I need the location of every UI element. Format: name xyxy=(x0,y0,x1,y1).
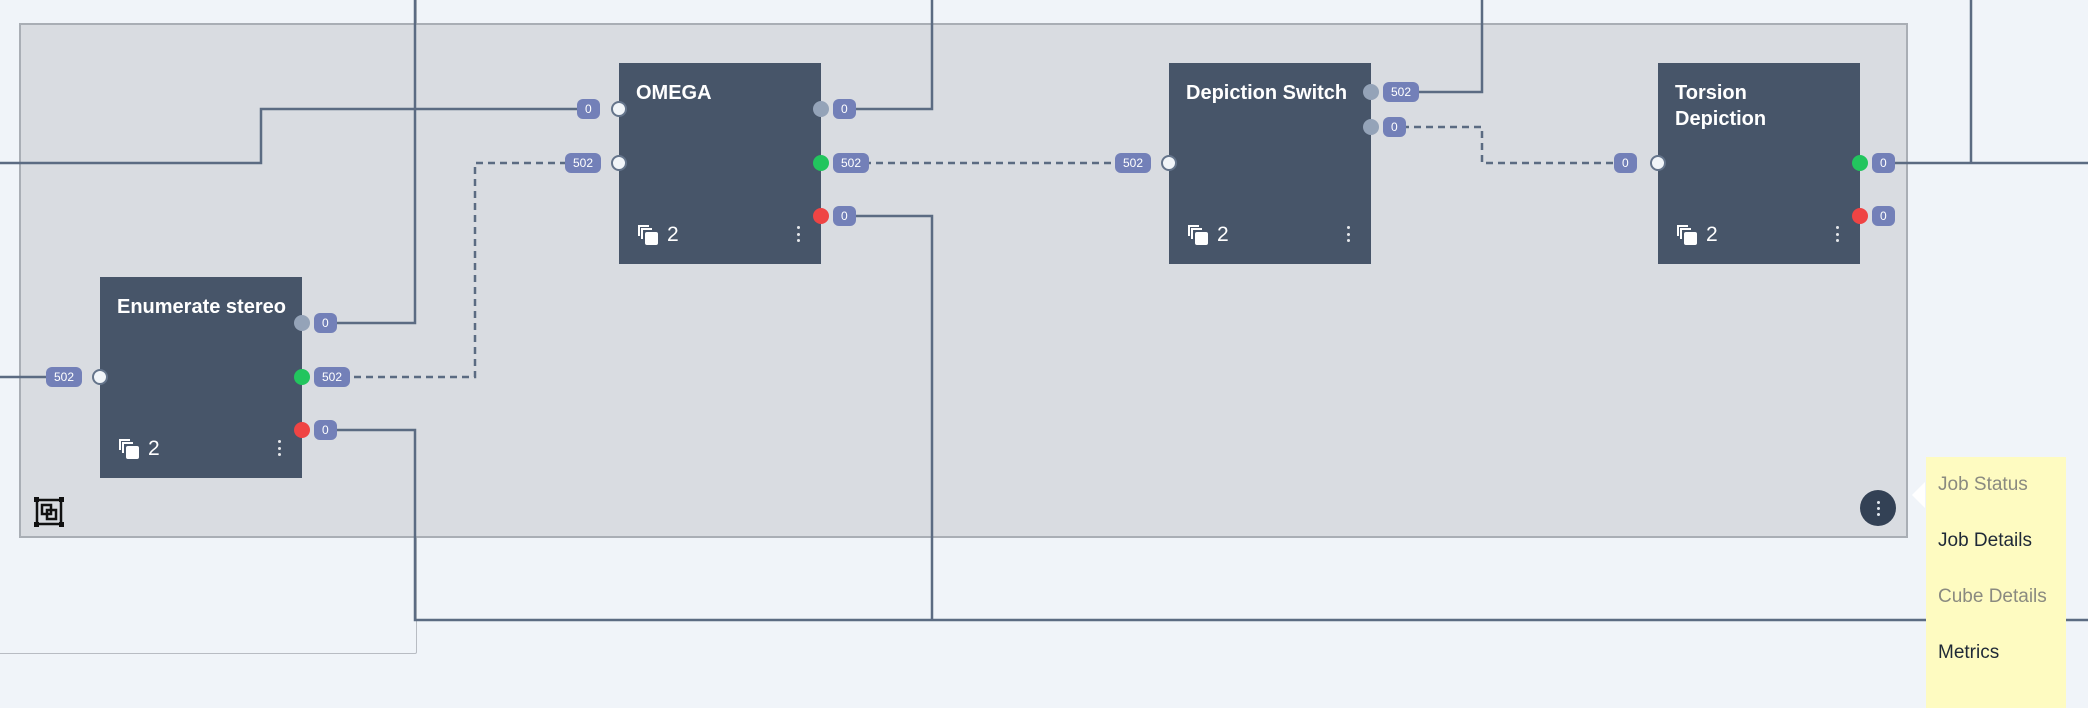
port-count-badge: 0 xyxy=(577,99,600,119)
wire-enumerate-success xyxy=(330,161,580,379)
port-count-badge: 502 xyxy=(565,153,602,173)
failure-port[interactable] xyxy=(294,422,310,438)
menu-item-job-details[interactable]: Job Details xyxy=(1938,530,2032,551)
node-count: 2 xyxy=(1676,223,1718,247)
output-port[interactable] xyxy=(1363,84,1379,100)
count-value: 2 xyxy=(148,437,160,460)
output-port[interactable] xyxy=(294,315,310,331)
output-port[interactable] xyxy=(1363,119,1379,135)
wire-depiction-out1 xyxy=(1390,125,1640,165)
failure-port[interactable] xyxy=(1852,208,1868,224)
copies-icon xyxy=(1677,225,1697,245)
input-port[interactable] xyxy=(611,101,627,117)
wire-enumerate-out0 xyxy=(330,0,417,325)
port-count-badge: 0 xyxy=(314,313,337,333)
copies-icon xyxy=(119,439,139,459)
port-count-badge: 502 xyxy=(1383,82,1420,102)
copies-icon xyxy=(1188,225,1208,245)
count-value: 2 xyxy=(1706,223,1718,246)
failure-port[interactable] xyxy=(813,208,829,224)
port-count-badge: 502 xyxy=(314,367,351,387)
node-title: Depiction Switch xyxy=(1186,82,1348,104)
wire-omega-out0 xyxy=(840,0,934,111)
node-count: 2 xyxy=(637,223,679,247)
output-port[interactable] xyxy=(813,101,829,117)
node-menu-icon[interactable] xyxy=(1345,226,1351,242)
input-port[interactable] xyxy=(92,369,108,385)
node-count: 2 xyxy=(1187,223,1229,247)
port-count-badge: 502 xyxy=(1115,153,1152,173)
wire-omega-fail xyxy=(840,214,934,620)
port-count-badge: 0 xyxy=(1614,153,1637,173)
input-port[interactable] xyxy=(1161,155,1177,171)
success-port[interactable] xyxy=(813,155,829,171)
node-depiction-switch[interactable]: Depiction Switch 2 xyxy=(1169,63,1371,264)
node-menu-icon[interactable] xyxy=(1834,226,1840,242)
group-context-menu: Job Status Job Details Cube Details Metr… xyxy=(1912,457,2066,708)
port-count-badge: 0 xyxy=(1872,206,1895,226)
input-port[interactable] xyxy=(611,155,627,171)
wire-enumerate-fail xyxy=(330,428,2088,622)
wire-input-to-omega xyxy=(0,107,600,165)
node-menu-icon[interactable] xyxy=(276,440,282,456)
wire-depiction-out0 xyxy=(1390,0,1484,94)
group-menu-button[interactable] xyxy=(1860,490,1896,526)
success-port[interactable] xyxy=(1852,155,1868,171)
port-count-badge: 0 xyxy=(1383,117,1406,137)
menu-item-metrics[interactable]: Metrics xyxy=(1938,642,2000,663)
port-count-badge: 0 xyxy=(1872,153,1895,173)
node-title: Torsion Depiction xyxy=(1675,82,1767,130)
port-count-badge: 0 xyxy=(833,99,856,119)
count-value: 2 xyxy=(1217,223,1229,246)
port-count-badge: 502 xyxy=(833,153,870,173)
node-count: 2 xyxy=(118,437,160,461)
node-enumerate-stereo[interactable]: Enumerate stereo 2 xyxy=(100,277,302,478)
node-torsion-depiction[interactable]: Torsion Depiction 2 xyxy=(1658,63,1860,264)
count-value: 2 xyxy=(667,223,679,246)
port-count-badge: 0 xyxy=(833,206,856,226)
menu-item-job-status[interactable]: Job Status xyxy=(1938,474,2028,495)
copies-icon xyxy=(638,225,658,245)
port-count-badge: 502 xyxy=(46,367,83,387)
menu-item-cube-details[interactable]: Cube Details xyxy=(1938,586,2047,607)
node-omega[interactable]: OMEGA 2 xyxy=(619,63,821,264)
node-title: OMEGA xyxy=(636,82,712,104)
node-menu-icon[interactable] xyxy=(795,226,801,242)
success-port[interactable] xyxy=(294,369,310,385)
port-count-badge: 0 xyxy=(314,420,337,440)
group-icon[interactable] xyxy=(34,497,64,527)
node-title: Enumerate stereo xyxy=(117,296,286,318)
input-port[interactable] xyxy=(1650,155,1666,171)
